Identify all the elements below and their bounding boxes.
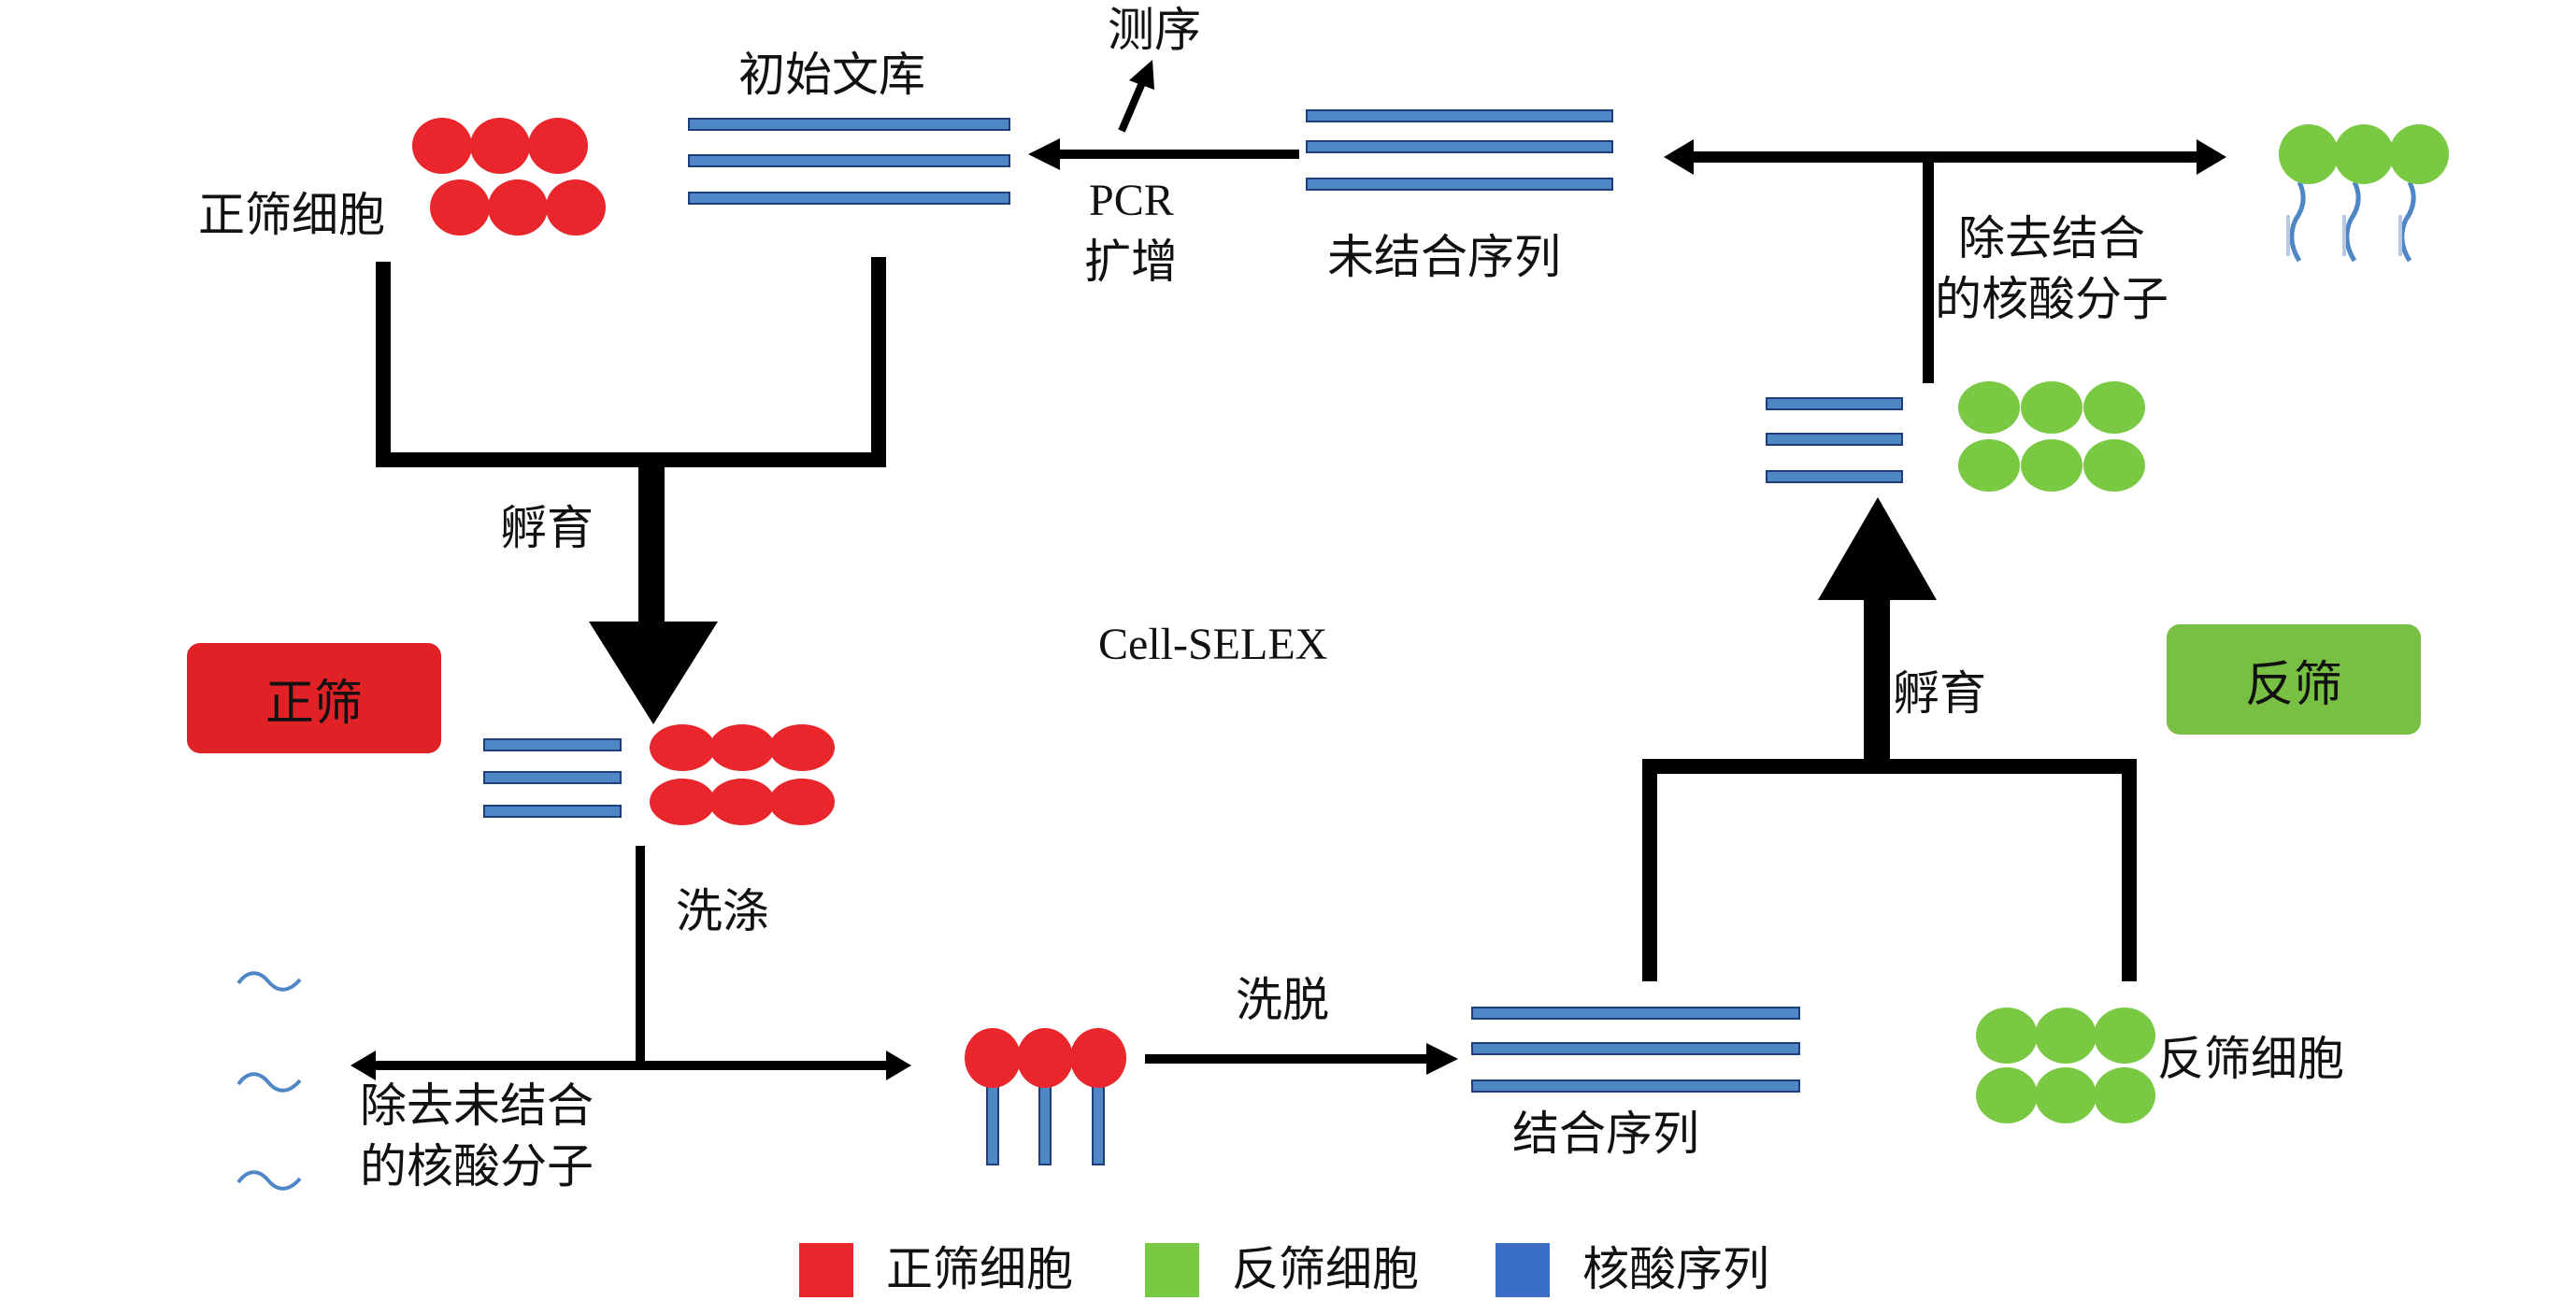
negative-cell-1	[1976, 1008, 2038, 1064]
pcr-label: PCR	[1089, 176, 1174, 225]
incubate-arrow-head	[589, 622, 718, 724]
positive-badge-label: 正筛	[265, 675, 363, 732]
neg-complex-strand-3	[1766, 470, 1903, 483]
neg-complex-strand-1	[1766, 397, 1903, 410]
positive-cell-2	[470, 118, 530, 174]
complex-strand-2	[483, 771, 622, 784]
negative-cells-label: 反筛细胞	[2157, 1032, 2344, 1086]
negative-cell-row2-2	[2035, 1067, 2097, 1123]
bound-cell-1	[965, 1028, 1021, 1088]
wash-arrow-left	[351, 1051, 376, 1080]
tail-3	[2399, 180, 2416, 263]
neg-complex-cell-row2-1	[1958, 439, 2020, 492]
neg-complex-cell-row2-3	[2083, 439, 2145, 492]
neg-complex-strand-2	[1766, 433, 1903, 446]
wash-arrow-right	[886, 1051, 911, 1080]
neg-complex-cell-2	[2021, 381, 2082, 434]
tail-1	[2289, 180, 2306, 263]
sequencing-label: 测序	[1108, 3, 1201, 57]
neg-complex-cell-1	[1958, 381, 2020, 434]
bound-sequence-strand-3	[1471, 1079, 1800, 1093]
unbound-sequences-label: 未结合序列	[1327, 230, 1561, 284]
bound-sequence-strand-2	[1471, 1042, 1800, 1055]
unbound-sequence-strand-1	[1306, 109, 1613, 122]
initial-library-label: 初始文库	[738, 48, 925, 102]
elute-arrow-head	[1426, 1043, 1458, 1075]
negative-cell-3	[2094, 1008, 2155, 1064]
sequencing-arrow-shaft	[1118, 77, 1148, 133]
amplify-label: 扩增	[1084, 235, 1178, 289]
bound-sequences-label: 结合序列	[1512, 1107, 1699, 1161]
negative-badge-label: 反筛	[2244, 656, 2342, 713]
initial-library-strand-1	[688, 118, 1010, 131]
unbound-nucleic-squiggle-3	[236, 1170, 302, 1191]
positive-cell-3	[528, 118, 588, 174]
complex-cell-2	[709, 724, 775, 771]
incubate-left-label: 孵育	[500, 501, 594, 555]
diagram-title: Cell-SELEX	[1098, 620, 1328, 669]
remove-bound-label-line1: 除去结合	[1958, 211, 2145, 265]
bound-cell-2	[1017, 1028, 1073, 1088]
legend-swatch-positive	[799, 1243, 853, 1297]
remove-unbound-label-line2: 的核酸分子	[360, 1139, 594, 1194]
legend-label-positive: 正筛细胞	[886, 1242, 1073, 1296]
positive-selection-badge: 正筛	[187, 643, 441, 753]
complex-strand-1	[483, 738, 622, 751]
legend-swatch-negative	[1145, 1243, 1199, 1297]
negative-cell-2	[2035, 1008, 2097, 1064]
tailed-green-cell-1	[2279, 124, 2339, 184]
unbound-sequence-strand-3	[1306, 178, 1613, 191]
unbound-sequence-strand-2	[1306, 140, 1613, 153]
neg-complex-cell-row2-2	[2021, 439, 2082, 492]
remove-bound-arrow-right	[2197, 139, 2226, 175]
remove-bound-arrow-left	[1664, 139, 1694, 175]
tailed-green-cell-3	[2389, 124, 2449, 184]
positive-cell-row2-1	[430, 179, 490, 236]
complex-cell-1	[650, 724, 715, 771]
elute-label: 洗脱	[1236, 973, 1329, 1027]
legend-label-negative: 反筛细胞	[1232, 1242, 1419, 1296]
tail-2	[2344, 180, 2361, 263]
neg-incubate-arrow-head	[1818, 497, 1937, 600]
positive-cell-row2-2	[488, 179, 548, 236]
wash-label: 洗涤	[676, 884, 769, 938]
complex-cell-row2-2	[709, 779, 775, 825]
initial-library-strand-3	[688, 192, 1010, 205]
complex-strand-3	[483, 805, 622, 818]
bound-cell-3	[1070, 1028, 1126, 1088]
positive-cells-label: 正筛细胞	[198, 188, 385, 242]
bound-sequence-strand-1	[1471, 1007, 1800, 1020]
negative-cell-row2-3	[2094, 1067, 2155, 1123]
complex-cell-row2-1	[650, 779, 715, 825]
negative-selection-badge: 反筛	[2167, 624, 2421, 735]
unbound-nucleic-squiggle-1	[236, 971, 302, 992]
complex-cell-row2-3	[769, 779, 835, 825]
tailed-green-cell-2	[2334, 124, 2394, 184]
remove-unbound-label-line1: 除去未结合	[360, 1079, 594, 1133]
complex-cell-3	[769, 724, 835, 771]
pcr-arrow-head	[1028, 138, 1060, 170]
sequencing-arrow-head	[1129, 60, 1154, 90]
positive-cell-row2-3	[546, 179, 606, 236]
incubate-right-label: 孵育	[1893, 666, 1986, 721]
legend-label-nucleic: 核酸序列	[1582, 1242, 1769, 1296]
neg-complex-cell-3	[2083, 381, 2145, 434]
positive-cell-1	[412, 118, 472, 174]
unbound-nucleic-squiggle-2	[236, 1072, 302, 1093]
negative-cell-row2-1	[1976, 1067, 2038, 1123]
initial-library-strand-2	[688, 154, 1010, 167]
remove-bound-label-line2: 的核酸分子	[1935, 272, 2168, 326]
legend-swatch-nucleic	[1496, 1243, 1550, 1297]
